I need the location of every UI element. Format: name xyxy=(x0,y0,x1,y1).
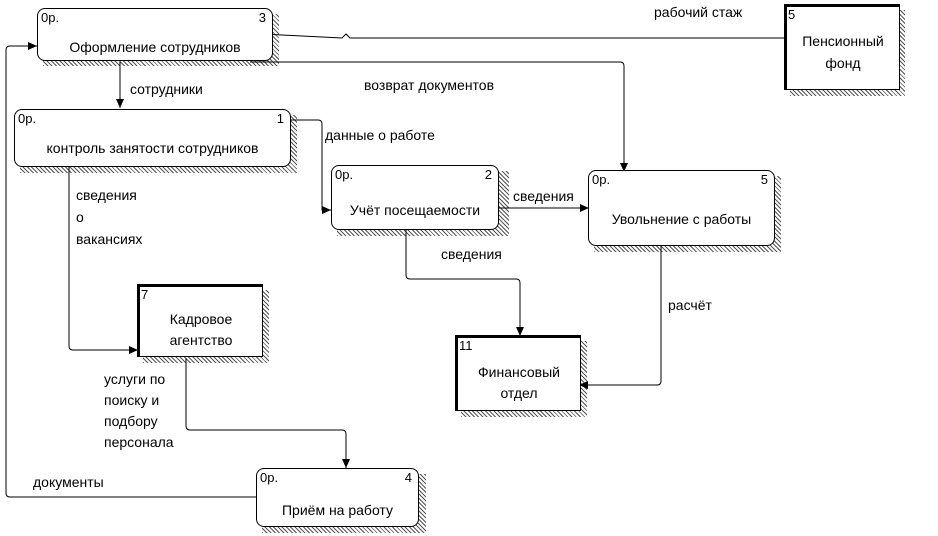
flow-label-dokumenty: документы xyxy=(33,474,104,490)
flow-rabochiy-stazh xyxy=(261,30,785,39)
process-name: Учёт посещаемости xyxy=(349,202,481,218)
flow-vozvrat-dokumentov xyxy=(250,61,628,172)
process-5-uvolnenie[interactable]: 0р. 5 Увольнение с работы xyxy=(588,170,775,246)
process-name: Приём на работу xyxy=(281,502,393,518)
external-number: 7 xyxy=(141,287,149,302)
process-number: 1 xyxy=(276,111,284,126)
flow-svedeniya-o-vakansiyah xyxy=(68,166,138,354)
process-cost: 0р. xyxy=(592,172,611,187)
external-name-line2: агентство xyxy=(169,332,233,348)
process-cost: 0р. xyxy=(335,167,354,182)
process-name: Оформление сотрудников xyxy=(69,39,241,55)
flow-uslugi xyxy=(185,358,350,468)
external-name-line1: Финансовый xyxy=(478,364,560,380)
flow-label-raschet: расчёт xyxy=(668,297,712,313)
external-number: 11 xyxy=(459,338,473,353)
external-name-line1: Пенсионный xyxy=(802,33,884,49)
external-finansovy-otdel[interactable]: 11 Финансовый отдел xyxy=(455,335,581,411)
process-4-priem[interactable]: 0р. 4 Приём на работу xyxy=(256,468,419,527)
flow-label-uslugi-line3: подбору xyxy=(104,413,158,429)
external-kadrovoe-agentstvo[interactable]: 7 Кадровое агентство xyxy=(137,284,263,357)
process-1-kontrol[interactable]: 0р. 1 контроль занятости сотрудников xyxy=(14,109,291,167)
process-3-oformlenie[interactable]: 0р. 3 Оформление сотрудников xyxy=(37,8,273,61)
external-pensionny-fond[interactable]: 5 Пенсионный фонд xyxy=(784,4,900,90)
flow-dannye-o-rabote xyxy=(289,119,331,214)
flow-label-svedeniya-line3: вакансиях xyxy=(76,231,143,247)
external-number: 5 xyxy=(788,7,796,22)
process-cost: 0р. xyxy=(260,470,279,485)
flow-label-uslugi-line2: поиску и xyxy=(104,392,160,408)
flow-dokumenty xyxy=(5,42,256,498)
flow-label-svedeniya-line1: сведения xyxy=(76,187,137,203)
flow-svedeniya-2-11 xyxy=(405,230,524,336)
flow-label-svedeniya-2-11: сведения xyxy=(441,246,502,262)
flow-label-uslugi-line1: услуги по xyxy=(104,371,166,387)
external-name-line2: отдел xyxy=(500,385,538,401)
external-name-line1: Кадровое xyxy=(169,311,233,327)
process-number: 2 xyxy=(484,167,492,182)
process-cost: 0р. xyxy=(41,10,60,25)
flow-label-svedeniya-2-5: сведения xyxy=(513,188,574,204)
flow-label-dannye-o-rabote: данные о работе xyxy=(325,127,435,143)
process-name: контроль занятости сотрудников xyxy=(46,140,259,156)
flow-raschet xyxy=(579,246,662,389)
process-cost: 0р. xyxy=(18,111,37,126)
flow-label-svedeniya-line2: о xyxy=(76,209,84,225)
process-number: 4 xyxy=(404,470,412,485)
process-name: Увольнение с работы xyxy=(611,211,752,227)
flow-label-sotrudniki: сотрудники xyxy=(130,81,203,97)
flow-label-uslugi-line4: персонала xyxy=(104,434,174,450)
process-number: 3 xyxy=(258,10,266,25)
external-name-line2: фонд xyxy=(825,55,861,71)
flow-label-rabochiy-stazh: рабочий стаж xyxy=(654,4,743,20)
flow-label-vozvrat-dokumentov: возврат документов xyxy=(364,77,495,93)
process-number: 5 xyxy=(760,172,768,187)
process-2-uchet[interactable]: 0р. 2 Учёт посещаемости xyxy=(331,165,499,230)
